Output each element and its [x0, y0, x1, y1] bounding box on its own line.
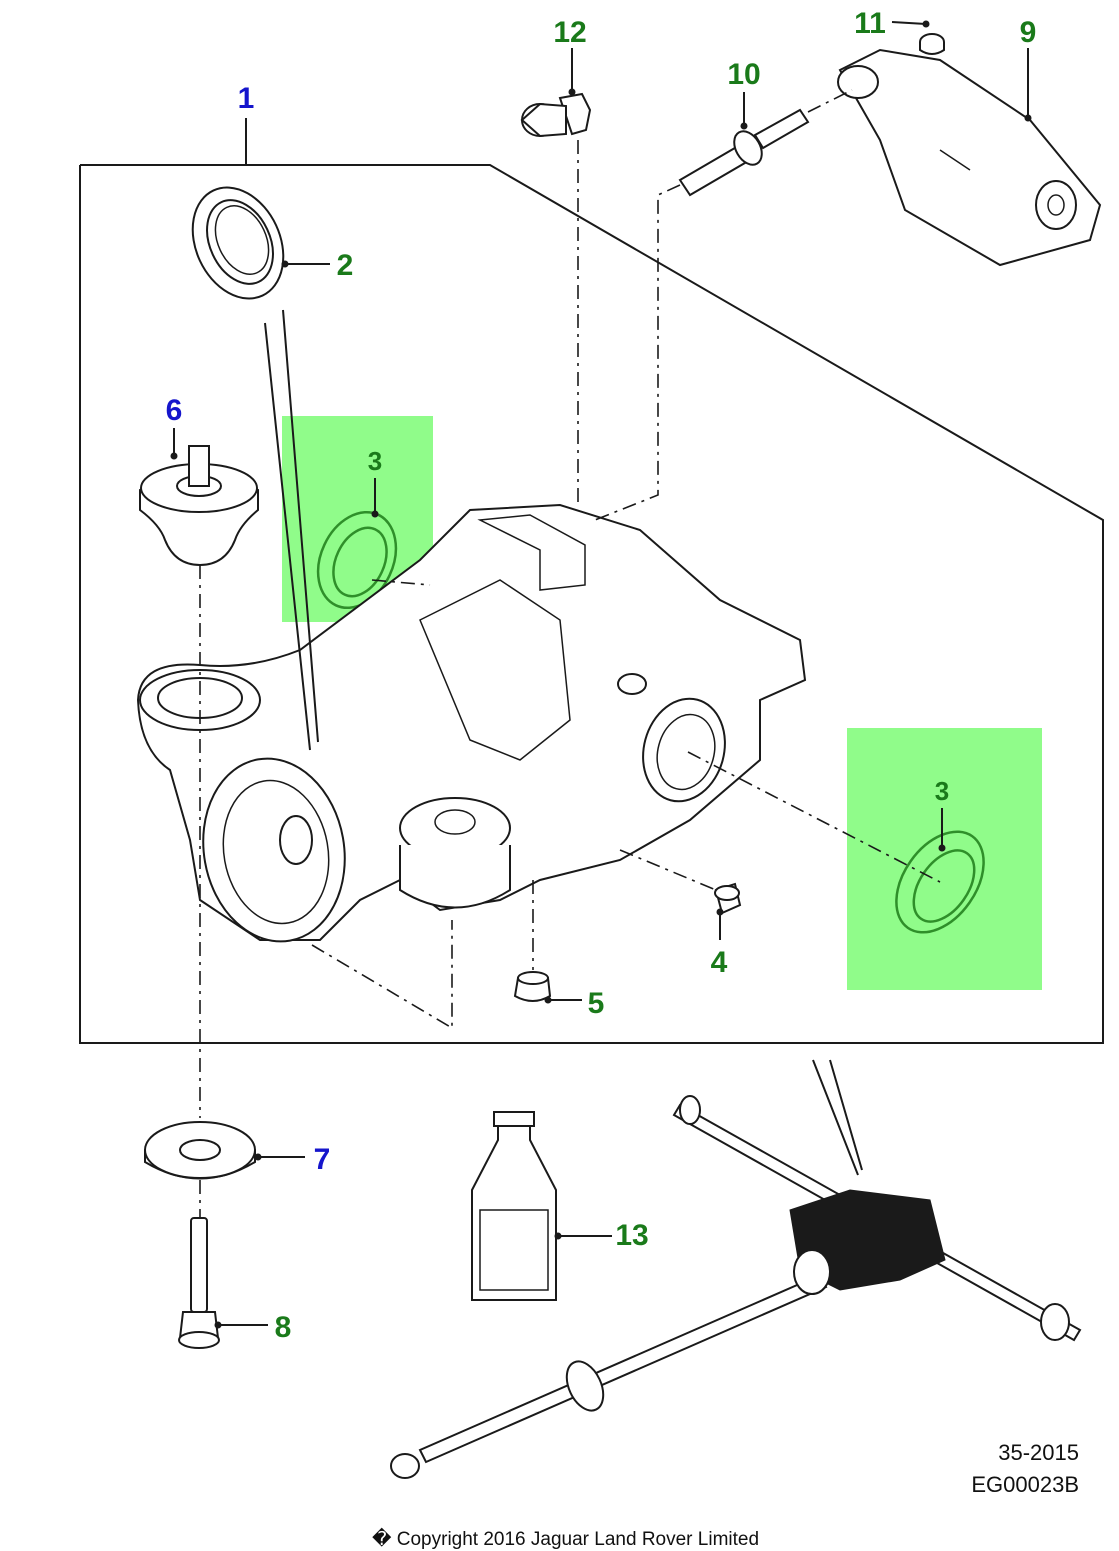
plug-part-4[interactable]	[714, 882, 742, 915]
callout-13[interactable]: 13	[615, 1219, 648, 1252]
callout-7[interactable]: 7	[314, 1143, 331, 1176]
assembly-line-4	[619, 849, 717, 891]
callout-4[interactable]: 4	[711, 946, 728, 979]
breather-part-12[interactable]	[520, 92, 592, 138]
bolt-part-8[interactable]	[178, 1217, 220, 1349]
sensor-part-10[interactable]	[678, 108, 810, 197]
callout-11[interactable]: 11	[854, 7, 886, 40]
seal2-pointer-lines	[264, 309, 319, 751]
assembly-line-3l	[371, 579, 431, 586]
callout-9[interactable]: 9	[1020, 16, 1037, 49]
seal-part-3-right[interactable]	[878, 815, 1001, 948]
callout-5[interactable]: 5	[588, 987, 605, 1020]
callout-10[interactable]: 10	[727, 58, 760, 91]
leader-dots	[170, 20, 1032, 1329]
callout-3b[interactable]: 3	[935, 776, 949, 806]
differential-housing[interactable]	[136, 503, 807, 953]
callout-3a[interactable]: 3	[368, 446, 382, 476]
callout-12[interactable]: 12	[553, 16, 586, 49]
leader-11	[891, 21, 927, 25]
oil-seal-part-2[interactable]	[175, 173, 300, 314]
washer-part-7[interactable]	[144, 1121, 256, 1180]
figure-id: EG00023B	[971, 1472, 1079, 1497]
assembly-line-10b	[807, 89, 853, 113]
inset-pointer-lines	[812, 1059, 863, 1176]
drain-plug-part-5[interactable]	[513, 971, 552, 1002]
nut-part-11[interactable]	[919, 33, 945, 55]
driveline-inset	[390, 1095, 1082, 1479]
assembly-line-flange	[311, 920, 453, 1030]
oil-bottle-part-13[interactable]	[471, 1111, 557, 1301]
assembly-line-10	[594, 184, 681, 521]
assembly-line-3r	[687, 751, 941, 883]
callout-1[interactable]: 1	[238, 82, 255, 115]
callout-2[interactable]: 2	[337, 249, 354, 282]
bushing-part-6[interactable]	[139, 445, 259, 567]
figure-code: 35-2015	[998, 1440, 1079, 1465]
callout-8[interactable]: 8	[275, 1311, 292, 1344]
module-part-9[interactable]	[837, 48, 1102, 267]
seal-highlight-right	[847, 728, 1042, 990]
copyright-notice: � Copyright 2016 Jaguar Land Rover Limit…	[372, 1529, 760, 1550]
callout-6[interactable]: 6	[166, 394, 183, 427]
assembly-frame	[79, 164, 1104, 1044]
